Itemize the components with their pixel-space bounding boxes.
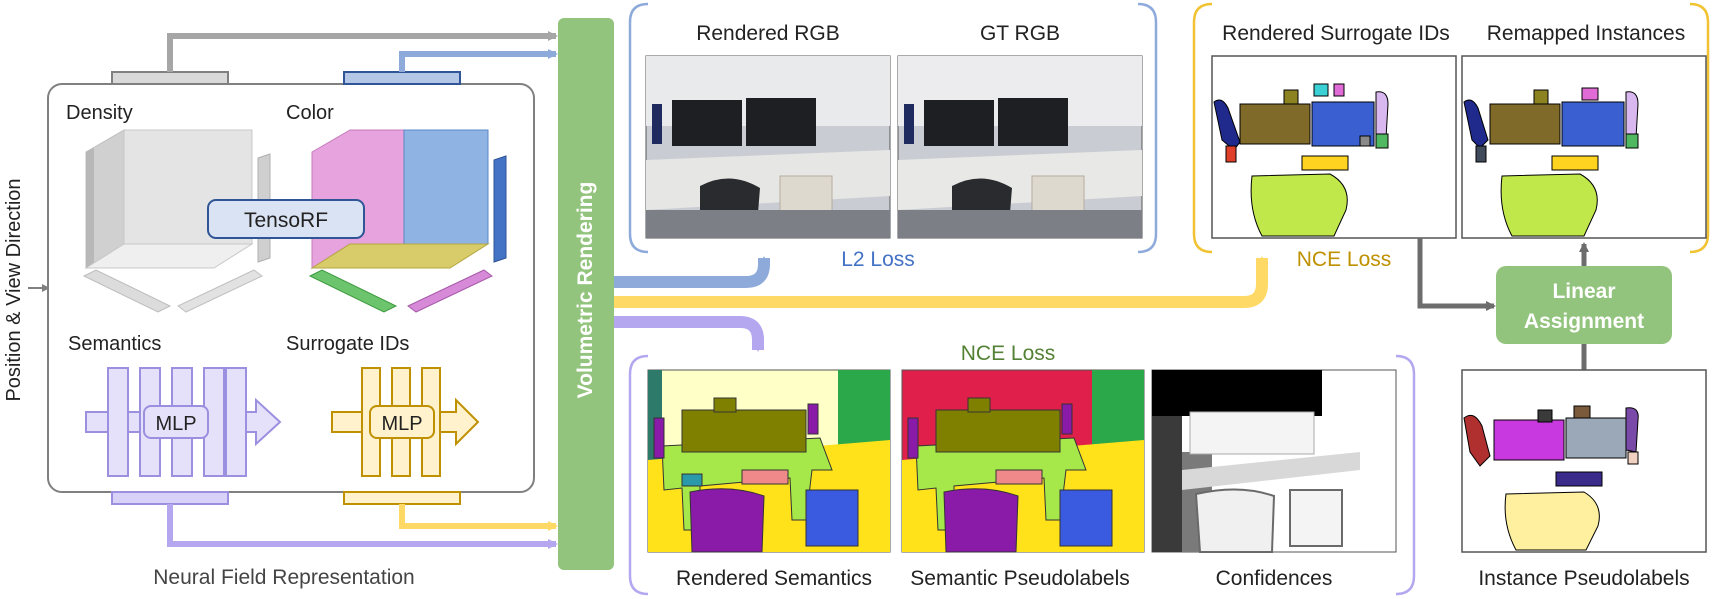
linear-assignment-line1: Linear — [1552, 280, 1615, 303]
color-to-renderer-arrow — [399, 49, 558, 72]
surrogate-to-assignment-arrow — [1417, 238, 1496, 311]
linear-assignment-block — [1496, 266, 1672, 344]
surrogate-mlp-label: MLP — [381, 413, 422, 435]
rendered-surrogate-ids-image — [1211, 55, 1457, 239]
density-to-renderer-arrow — [167, 31, 558, 72]
color-output-tab — [343, 71, 461, 85]
rendered-surrogate-ids-label: Rendered Surrogate IDs — [1222, 22, 1450, 45]
instance-nce-loss-label: NCE Loss — [1297, 248, 1392, 271]
semantic-nce-loss-label: NCE Loss — [961, 342, 1056, 365]
semantic-group-bracket — [628, 354, 1416, 596]
gt-rgb-image — [897, 55, 1143, 239]
surrogate-ids-label: Surrogate IDs — [286, 333, 409, 355]
linear-assignment-line2: Assignment — [1524, 310, 1644, 333]
density-label: Density — [66, 102, 133, 124]
rendered-semantics-label: Rendered Semantics — [676, 567, 872, 590]
semantics-mlp-label: MLP — [155, 413, 196, 435]
surrogate-mlp-icon — [331, 367, 480, 477]
semantic-output-arrow — [614, 316, 764, 352]
color-label: Color — [286, 102, 334, 124]
semantics-mlp-icon — [85, 367, 282, 477]
semantic-pseudolabels-image — [901, 369, 1145, 553]
confidences-image — [1151, 369, 1397, 553]
rendered-rgb-image — [645, 55, 891, 239]
input-axis-label: Position & View Direction — [3, 178, 25, 401]
rgb-group-bracket — [628, 2, 1158, 254]
gt-rgb-label: GT RGB — [980, 22, 1060, 45]
l2-loss-label: L2 Loss — [841, 248, 915, 271]
instance-group-bracket — [1192, 2, 1710, 254]
volumetric-rendering-block — [558, 18, 614, 570]
volumetric-rendering-label: Volumetric Rendering — [574, 182, 597, 399]
confidences-label: Confidences — [1216, 567, 1333, 590]
semantics-to-renderer-arrow — [167, 504, 558, 549]
instance-pseudolabels-label: Instance Pseudolabels — [1478, 567, 1689, 590]
semantics-label: Semantics — [68, 333, 161, 355]
rendered-rgb-label: Rendered RGB — [696, 22, 840, 45]
instance-pseudolabels-image — [1461, 369, 1707, 553]
surrogate-output-arrow — [614, 256, 1268, 308]
surrogate-output-tab — [343, 491, 461, 505]
semantic-pseudolabels-label: Semantic Pseudolabels — [910, 567, 1129, 590]
remapped-instances-label: Remapped Instances — [1487, 22, 1685, 45]
semantics-output-tab — [111, 491, 229, 505]
remapped-instances-image — [1461, 55, 1707, 239]
density-output-tab — [111, 71, 229, 85]
tensorf-label: TensoRF — [244, 209, 328, 232]
tensorf-box — [207, 199, 365, 239]
neural-field-caption: Neural Field Representation — [153, 566, 414, 589]
rgb-output-arrow — [614, 256, 770, 288]
rendered-semantics-image — [647, 369, 891, 553]
surrogate-to-renderer-arrow — [399, 504, 558, 531]
